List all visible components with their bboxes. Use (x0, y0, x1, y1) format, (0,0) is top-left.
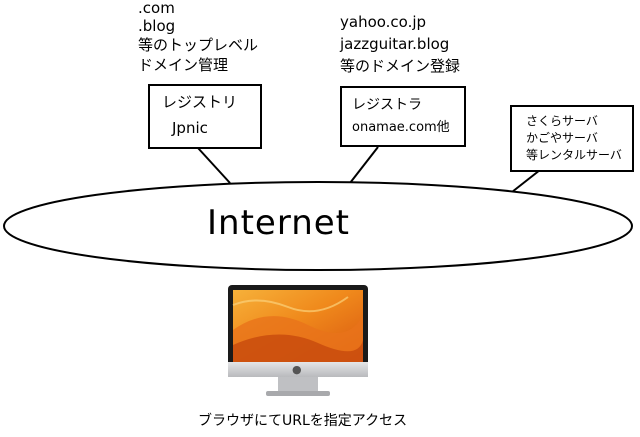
server-sakura-text: さくらサーバ (526, 114, 598, 128)
tld-note-text: 等のトップレベル (138, 36, 259, 54)
example-domain-yahoo: yahoo.co.jp (340, 13, 427, 31)
registry-name: Jpnic (172, 119, 208, 137)
tld-blog-text: .blog (138, 17, 176, 35)
rental-server-box: さくらサーバ かごやサーバ 等レンタルサーバ (510, 105, 634, 172)
server-connector (511, 169, 541, 193)
registry-connector (197, 147, 231, 184)
registrar-connector (349, 146, 379, 184)
internet-label: Internet (207, 203, 351, 243)
domain-registration-text: 等のドメイン登録 (340, 57, 461, 75)
registrar-box: レジストラ onamae.com他 (340, 86, 466, 147)
example-domain-jazzguitar: jazzguitar.blog (340, 35, 450, 53)
registrar-name: onamae.com他 (352, 120, 450, 135)
server-kagoya-text: かごやサーバ (526, 131, 598, 145)
tld-com-text: .com (138, 0, 175, 17)
registry-label: レジストリ (162, 93, 238, 111)
browser-access-caption: ブラウザにてURLを指定アクセス (198, 413, 408, 429)
internet-ellipse (3, 181, 633, 271)
registry-box: レジストリ Jpnic (148, 84, 262, 149)
apple-logo-icon: ● (292, 363, 302, 376)
imac-computer-icon: ● (228, 285, 368, 400)
tld-management-text: ドメイン管理 (138, 56, 229, 74)
registrar-label: レジストラ (352, 97, 422, 113)
server-rental-text: 等レンタルサーバ (526, 148, 622, 162)
